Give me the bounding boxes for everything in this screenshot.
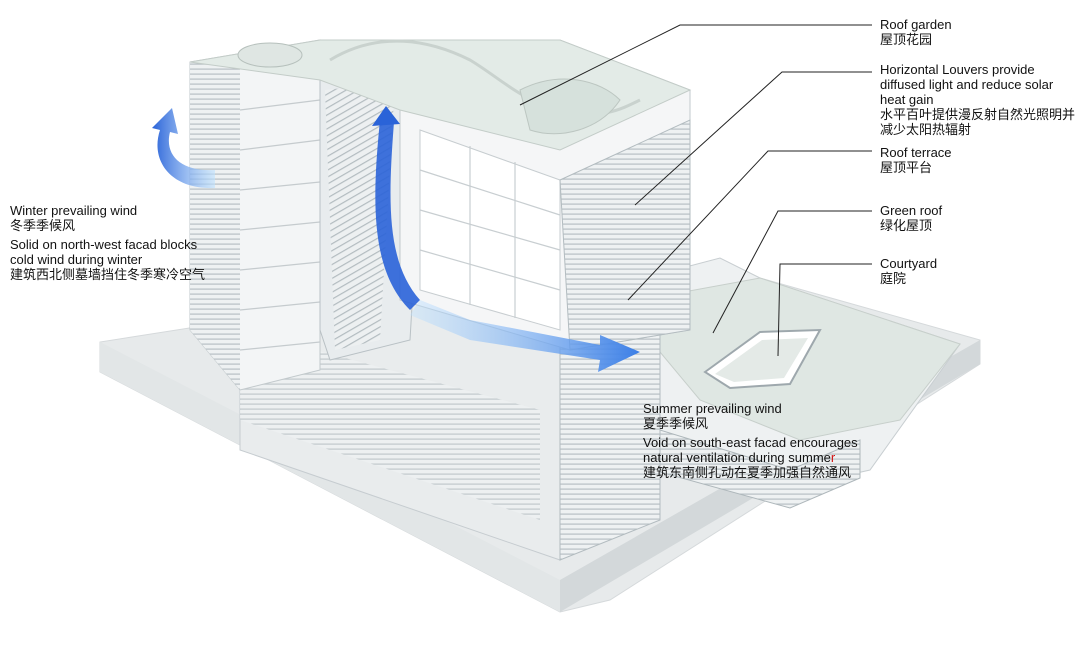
courtyard-label: Courtyard 庭院 bbox=[880, 256, 937, 286]
summer-wind-arrow bbox=[372, 106, 640, 372]
winter-title-en: Winter prevailing wind bbox=[10, 203, 138, 218]
louvers-zh-2: 减少太阳热辐射 bbox=[880, 122, 972, 137]
summer-title-zh: 夏季季候风 bbox=[643, 416, 709, 431]
winter-wind-arrow bbox=[152, 108, 215, 189]
louvers-zh-1: 水平百叶提供漫反射自然光照明并 bbox=[880, 107, 1076, 122]
louvers-en-3: heat gain bbox=[880, 92, 934, 107]
summer-desc-2-end: r bbox=[830, 450, 836, 465]
green-roof-label: Green roof 绿化屋顶 bbox=[880, 203, 942, 233]
roof-garden-label: Roof garden 屋顶花园 bbox=[880, 17, 952, 47]
louvers-label: Horizontal Louvers provide diffused ligh… bbox=[880, 62, 1075, 137]
summer-title-en: Summer prevailing wind bbox=[643, 401, 782, 416]
roof-garden-en: Roof garden bbox=[880, 17, 952, 32]
roof-terrace-zh: 屋顶平台 bbox=[880, 160, 933, 175]
winter-title-zh: 冬季季候风 bbox=[10, 218, 76, 233]
summer-wind-label: Summer prevailing wind 夏季季候风 Void on sou… bbox=[643, 401, 858, 480]
leader-lines bbox=[519, 24, 872, 357]
winter-wind-label: Winter prevailing wind 冬季季候风 Solid on no… bbox=[10, 203, 205, 282]
summer-desc-zh: 建筑东南侧孔动在夏季加强自然通风 bbox=[643, 465, 852, 480]
courtyard-zh: 庭院 bbox=[880, 271, 907, 286]
winter-desc-1: Solid on north-west facad blocks bbox=[10, 237, 198, 252]
roof-terrace-en: Roof terrace bbox=[880, 145, 952, 160]
summer-desc-2: natural ventilation during summer bbox=[643, 450, 858, 465]
winter-desc-2: cold wind during winter bbox=[10, 252, 143, 267]
green-roof-en: Green roof bbox=[880, 203, 943, 218]
winter-desc-zh: 建筑西北侧墓墙挡住冬季寒冷空气 bbox=[10, 267, 206, 282]
roof-garden-zh: 屋顶花园 bbox=[880, 32, 933, 47]
green-roof-zh: 绿化屋顶 bbox=[880, 218, 933, 233]
main-tower bbox=[189, 39, 692, 391]
summer-desc-1: Void on south-east facad encourages bbox=[643, 435, 858, 450]
courtyard-en: Courtyard bbox=[880, 256, 938, 271]
louvers-en-2: diffused light and reduce solar bbox=[880, 77, 1054, 92]
louvers-en-1: Horizontal Louvers provide bbox=[880, 62, 1035, 77]
roof-terrace-label: Roof terrace 屋顶平台 bbox=[880, 145, 952, 175]
summer-desc-2-main: natural ventilation during summe bbox=[643, 450, 831, 465]
